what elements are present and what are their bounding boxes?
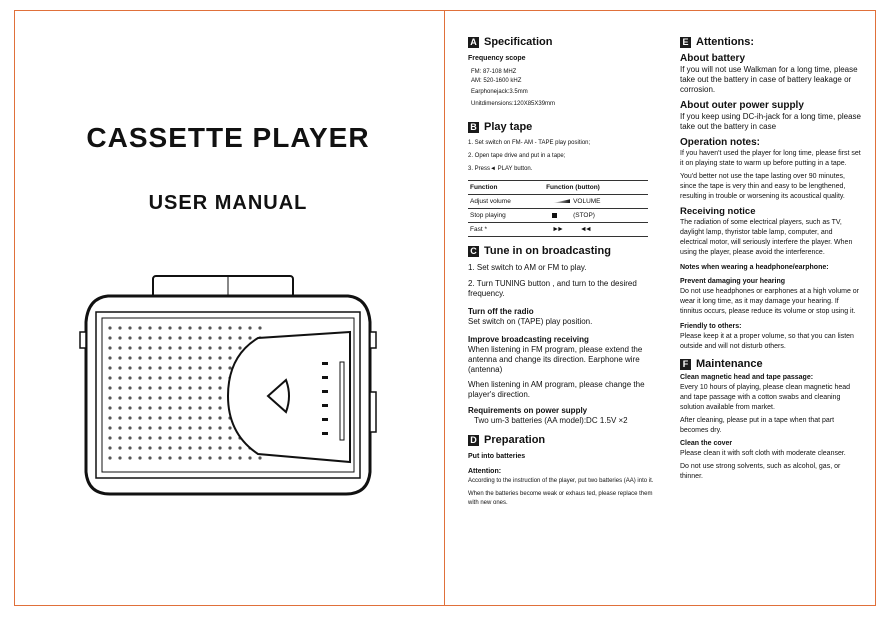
section-tune: C Tune in on broadcasting: [468, 245, 658, 257]
spec-line: Unitdimensions:120X85X39mm: [471, 101, 556, 107]
button-label: VOLUME: [573, 198, 601, 205]
prep-sub: Put into batteries: [468, 453, 526, 460]
clean-cover-text: Do not use strong solvents, such as alco…: [680, 463, 841, 480]
section-attentions: E Attentions:: [680, 36, 862, 48]
clean-cover-heading: Clean the cover: [680, 440, 733, 447]
play-step: 1. Set switch on FM- AM - TAPE play posi…: [468, 140, 591, 146]
section-badge: B: [468, 121, 479, 133]
cover-title: CASSETTE PLAYER: [86, 122, 370, 153]
others-heading: Friendly to others:: [680, 323, 742, 330]
spec-line: Earphonejack:3.5mm: [471, 89, 528, 95]
page-fold: [444, 10, 445, 606]
prep-attention: Attention:: [468, 468, 502, 475]
tune-step: 2. Turn TUNING button , and turn to the …: [468, 279, 637, 298]
operation-text: You'd better not use the tape lasting ov…: [680, 173, 846, 200]
tune-step: 1. Set switch to AM or FM to play.: [468, 263, 587, 272]
table-header: Function (button): [536, 180, 648, 195]
section-badge: F: [680, 358, 691, 370]
hearing-text: Do not use headphones or earphones at a …: [680, 288, 860, 315]
table-cell: (STOP): [536, 208, 648, 223]
section-specification: A Specification: [468, 36, 658, 48]
column-right: E Attentions: About battery If you will …: [680, 36, 862, 485]
table-row: Fast * ►► ◄◄: [468, 222, 648, 237]
outer-power-heading: About outer power supply: [680, 100, 804, 111]
cover-subtitle: USER MANUAL: [148, 192, 308, 214]
section-title: Tune in on broadcasting: [484, 245, 611, 257]
button-label: (STOP): [573, 212, 595, 219]
spec-line: FM: 87-108 MHZ: [471, 69, 517, 75]
play-step: 3. Press◄ PLAY button.: [468, 166, 533, 172]
clean-head-heading: Clean magnetic head and tape passage:: [680, 374, 814, 381]
off-heading: Turn off the radio: [468, 307, 534, 316]
clean-head-text: After cleaning, please put in a tape whe…: [680, 417, 835, 434]
table-cell: Fast *: [468, 222, 537, 237]
others-text: Please keep it at a proper volume, so th…: [680, 333, 854, 350]
table-row: Stop playing (STOP): [468, 208, 648, 223]
hearing-heading: Prevent damaging your hearing: [680, 278, 786, 285]
outer-power-text: If you keep using DC-ih-jack for a long …: [680, 112, 861, 131]
receiving-text: The radiation of some electrical players…: [680, 219, 853, 256]
rewind-icon: ◄◄: [579, 226, 592, 233]
table-row: Adjust volume VOLUME: [468, 194, 648, 209]
stop-icon: [552, 212, 558, 218]
section-badge: E: [680, 36, 691, 48]
power-heading: Requirements on power supply: [468, 406, 588, 415]
section-title: Attentions:: [696, 36, 755, 48]
improve-fm-text: When listening in FM program, please ext…: [468, 345, 643, 374]
improve-heading: Improve broadcasting receiving: [468, 335, 589, 344]
column-left: A Specification Frequency scope FM: 87-1…: [468, 36, 658, 508]
section-title: Specification: [484, 36, 553, 48]
section-badge: A: [468, 36, 479, 48]
function-table: Function Function (button) Adjust volume…: [468, 180, 648, 237]
prep-text: When the batteries become weak or exhaus…: [468, 491, 653, 506]
table-header: Function: [468, 180, 537, 195]
prep-text: According to the instruction of the play…: [468, 478, 654, 484]
spec-lines: FM: 87-108 MHZ AM: 520-1600 kHZ Earphone…: [468, 68, 658, 109]
operation-text: If you haven't used the player for long …: [680, 150, 861, 167]
table-cell: Stop playing: [468, 208, 537, 223]
power-text: Two um-3 batteries (AA model):DC 1.5V ×2: [474, 416, 628, 425]
receiving-heading: Receiving notice: [680, 206, 756, 217]
improve-am-text: When listening in AM program, please cha…: [468, 380, 645, 399]
section-maintenance: F Maintenance: [680, 358, 862, 370]
page-frame: [14, 10, 876, 606]
battery-heading: About battery: [680, 53, 745, 64]
frequency-heading: Frequency scope: [468, 55, 526, 62]
section-play-tape: B Play tape: [468, 121, 658, 133]
section-title: Preparation: [484, 434, 546, 446]
notes-heading: Notes when wearing a headphone/earphone:: [680, 264, 829, 271]
volume-icon: [552, 199, 571, 204]
play-step: 2. Open tape drive and put in a tape;: [468, 153, 566, 159]
operation-heading: Operation notes:: [680, 137, 761, 148]
table-cell: Adjust volume: [468, 194, 537, 209]
table-cell: VOLUME: [536, 194, 648, 209]
section-title: Maintenance: [696, 358, 763, 370]
battery-text: If you will not use Walkman for a long t…: [680, 65, 858, 94]
section-badge: D: [468, 434, 479, 446]
cassette-player-illustration: [79, 275, 377, 496]
table-header-row: Function Function (button): [468, 180, 648, 195]
section-title: Play tape: [484, 121, 533, 133]
clean-head-text: Every 10 hours of playing, please clean …: [680, 384, 851, 411]
section-preparation: D Preparation: [468, 434, 658, 446]
fast-forward-icon: ►►: [552, 226, 564, 233]
off-text: Set switch on (TAPE) play position.: [468, 317, 593, 326]
section-badge: C: [468, 245, 479, 257]
spec-line: AM: 520-1600 kHZ: [471, 78, 522, 84]
clean-cover-text: Please clean it with soft cloth with mod…: [680, 450, 846, 457]
table-cell: ►► ◄◄: [536, 222, 648, 237]
